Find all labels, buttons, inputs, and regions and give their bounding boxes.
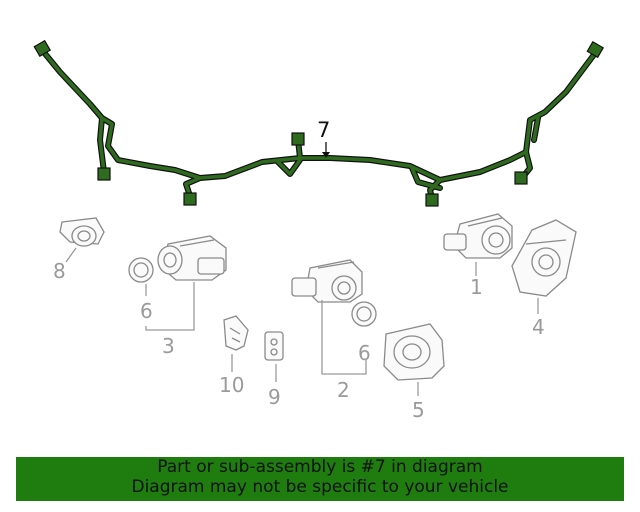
harness-connector bbox=[291, 132, 305, 146]
callout-9: 9 bbox=[268, 385, 281, 409]
callout-8: 8 bbox=[53, 259, 66, 283]
part-6-grommet-right[interactable] bbox=[351, 301, 377, 327]
harness-connector bbox=[514, 171, 528, 185]
leader-arrow-7 bbox=[322, 152, 330, 158]
harness-connector bbox=[33, 39, 52, 58]
part-8-sensor-holder[interactable] bbox=[59, 217, 105, 247]
callout-2: 2 bbox=[337, 378, 350, 402]
callout-7: 7 bbox=[317, 118, 330, 142]
harness-connector bbox=[586, 40, 605, 59]
part-2-parking-sensor[interactable] bbox=[291, 259, 363, 303]
harness-connector bbox=[183, 192, 197, 206]
leader-8 bbox=[65, 247, 77, 263]
callout-3: 3 bbox=[162, 334, 175, 358]
banner-line-2: Diagram may not be specific to your vehi… bbox=[131, 477, 509, 497]
callout-1: 1 bbox=[470, 275, 483, 299]
banner-line-1: Part or sub-assembly is #7 in diagram bbox=[157, 457, 483, 477]
callout-6-left: 6 bbox=[140, 299, 153, 323]
harness-connector bbox=[425, 193, 439, 207]
callout-10: 10 bbox=[219, 373, 244, 397]
part-6-grommet-left[interactable] bbox=[128, 257, 154, 283]
callout-6-right: 6 bbox=[358, 341, 371, 365]
part-4-sensor-bezel[interactable] bbox=[511, 219, 577, 297]
part-9-retainer[interactable] bbox=[264, 331, 284, 361]
part-3-parking-sensor[interactable] bbox=[157, 235, 227, 281]
callout-4: 4 bbox=[532, 315, 545, 339]
callout-5: 5 bbox=[412, 398, 425, 422]
leader-3 bbox=[145, 282, 195, 331]
leader-2 bbox=[321, 300, 367, 375]
wiring-harness-part-7[interactable] bbox=[33, 39, 605, 207]
harness-connector bbox=[97, 167, 111, 181]
part-1-parking-sensor[interactable] bbox=[443, 213, 513, 259]
info-banner: Part or sub-assembly is #7 in diagram Di… bbox=[16, 457, 624, 501]
parts-diagram: 7 8 6 3 10 9 bbox=[33, 39, 605, 422]
part-10-clip[interactable] bbox=[223, 315, 249, 351]
part-5-sensor-retainer[interactable] bbox=[383, 323, 445, 381]
harness-cable bbox=[40, 48, 598, 182]
